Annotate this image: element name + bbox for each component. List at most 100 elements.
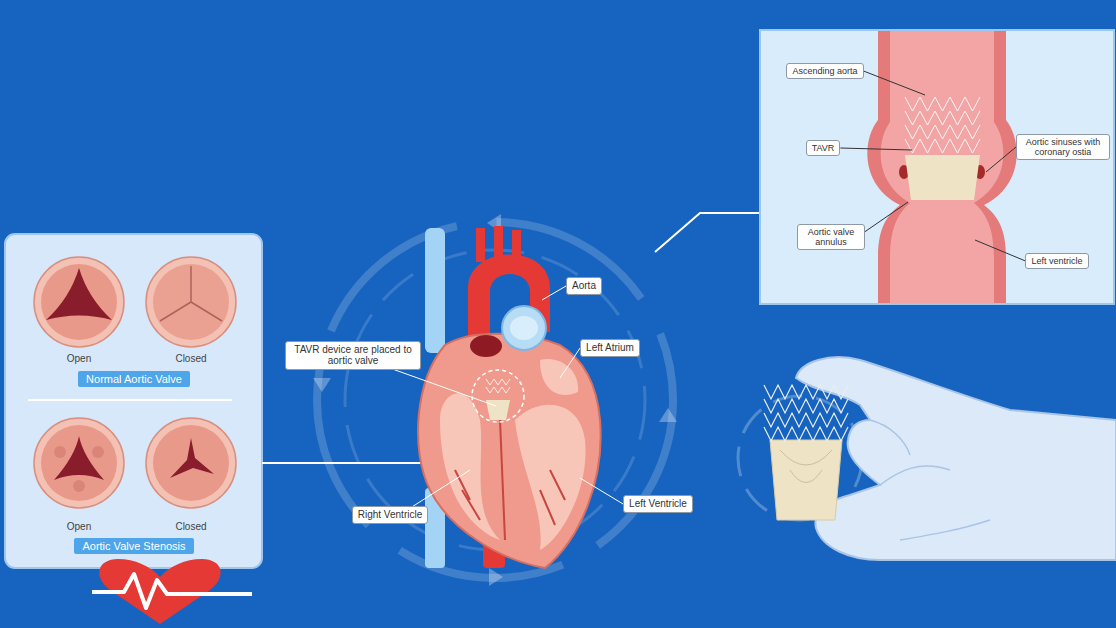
stenosis-valve-open [41, 425, 117, 501]
normal-valve-closed [160, 266, 222, 321]
valve-state-label: Open [67, 353, 91, 364]
label-text: Right Ventricle [358, 509, 422, 521]
stenosis-valve-open [34, 418, 124, 508]
stent-mesh [764, 413, 848, 427]
stenosis-valve-closed [146, 418, 236, 508]
leader-line [865, 202, 908, 232]
normal-valve-closed [153, 264, 229, 340]
glove-hand [796, 357, 1116, 560]
stent-mesh [905, 139, 980, 153]
callout-label: Right Ventricle [352, 506, 428, 524]
valve-device [780, 450, 832, 483]
label-text: TAVR device are placed to aortic valve [291, 344, 415, 367]
circulation-ring [313, 214, 677, 586]
heart-illustration [540, 359, 578, 395]
stent-mesh [905, 125, 980, 139]
valve-panel [5, 234, 262, 568]
stent-mesh [764, 385, 848, 441]
leader-line [542, 286, 566, 300]
heart-illustration [455, 420, 565, 540]
valve-device [770, 440, 842, 520]
stenosis-valve-open [54, 436, 104, 480]
stenosis-valve-open [92, 446, 104, 458]
callout-label: Aortic valve annulus [797, 224, 865, 251]
inset-panel [905, 212, 975, 225]
stent-mesh [905, 97, 980, 153]
circulation-ring [317, 222, 673, 578]
normal-valve-closed [146, 257, 236, 347]
callout-label: Aortic sinuses with coronary ostia [1016, 134, 1110, 161]
stenosis-valve-open [54, 446, 66, 458]
leader-line [975, 240, 1025, 261]
label-text: Ascending aorta [792, 66, 857, 76]
inset-panel [760, 30, 1114, 304]
normal-valve-open [34, 257, 124, 347]
heart-illustration [502, 306, 546, 350]
stenosis-valve-closed [170, 438, 214, 478]
stent-mesh [486, 387, 510, 393]
normal-valve-open [34, 257, 124, 347]
leader-line [986, 147, 1016, 172]
heart-illustration [470, 335, 502, 357]
stent-mesh [764, 427, 848, 441]
label-text: Normal Aortic Valve [86, 373, 182, 386]
label-text: Aorta [572, 280, 596, 292]
label-text: Aortic Valve Stenosis [82, 540, 185, 553]
callout-label: Left ventricle [1025, 253, 1088, 269]
normal-valve-closed [146, 257, 236, 347]
callout-label: TAVR device are placed to aortic valve [285, 341, 421, 370]
heart-illustration [425, 228, 445, 353]
valve-panel [28, 399, 232, 401]
stent-mesh [764, 399, 848, 413]
heart-illustration [486, 400, 510, 420]
leader-line [580, 478, 623, 504]
heart-illustration [476, 228, 485, 262]
stenosis-valve-open [34, 418, 124, 508]
label-text: Aortic valve annulus [803, 227, 859, 248]
circulation-ring [313, 214, 677, 586]
heart-illustration [472, 370, 524, 422]
valve-state-label: Closed [175, 353, 206, 364]
label-text: TAVR [812, 143, 835, 153]
valve-state-label: Open [67, 521, 91, 532]
leader-line [413, 470, 470, 506]
pointer-line [262, 462, 432, 464]
inset-panel [867, 31, 1016, 303]
callout-label: Ascending aorta [786, 63, 863, 79]
valve-caption-band: Aortic Valve Stenosis [74, 538, 193, 555]
leader-line [394, 370, 496, 407]
valve-state-label: Closed [175, 521, 206, 532]
label-text: Left Atrium [586, 342, 634, 354]
stent-mesh [905, 111, 980, 125]
stenosis-valve-closed [153, 425, 229, 501]
heart-illustration [515, 405, 586, 550]
heart-logo [92, 559, 252, 624]
inset-panel [881, 31, 1004, 303]
glove-hand [738, 357, 1116, 560]
normal-valve-open [46, 268, 112, 320]
stenosis-valve-closed [146, 418, 236, 508]
callout-label: Left Ventricle [623, 495, 693, 513]
glove-hand [870, 420, 990, 540]
valve-device [764, 385, 848, 520]
label-text: Aortic sinuses with coronary ostia [1022, 137, 1104, 158]
normal-valve-open [41, 264, 117, 340]
callout-label: TAVR [806, 140, 841, 156]
heart-logo [92, 574, 252, 608]
stenosis-valve-open [73, 480, 85, 492]
heart-illustration [494, 226, 503, 260]
stent-mesh [486, 379, 510, 393]
callout-label: Aorta [566, 277, 602, 295]
heart-illustration [510, 316, 538, 340]
inset-panel [905, 155, 980, 200]
leader-line [864, 71, 925, 95]
leader-line [560, 348, 580, 378]
label-text: Left ventricle [1031, 256, 1082, 266]
callout-label: Left Atrium [580, 339, 640, 357]
heart-illustration [418, 334, 601, 568]
stent-mesh [486, 379, 510, 385]
label-text: Left Ventricle [629, 498, 687, 510]
valve-caption-band: Normal Aortic Valve [78, 371, 190, 388]
